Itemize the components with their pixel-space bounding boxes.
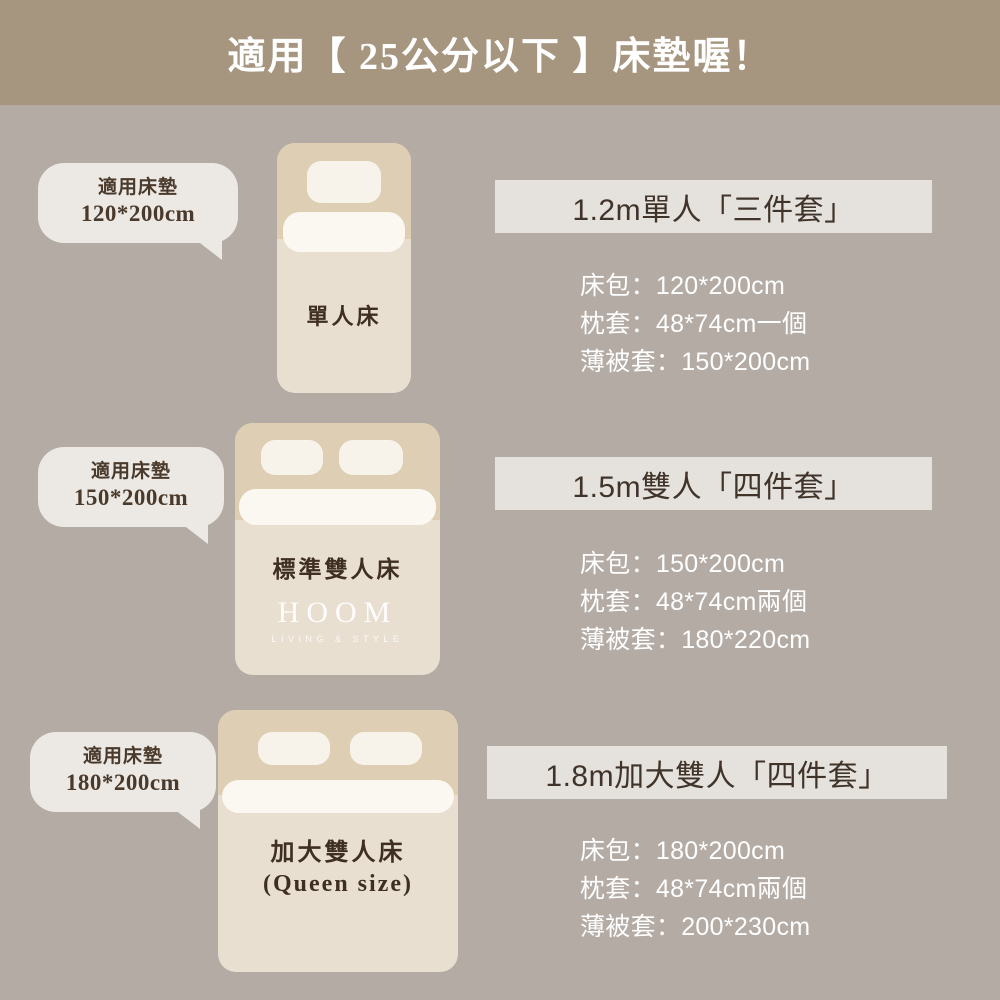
bed-label-double: 標準雙人床	[235, 555, 440, 584]
bubble-body: 適用床墊 180*200cm	[30, 732, 216, 829]
page-title: 適用【 25公分以下 】床墊喔！	[227, 36, 773, 78]
bubble-size-double: 150*200cm	[73, 484, 189, 510]
bubble-size-single: 120*200cm	[80, 200, 196, 226]
mattress-size-bubble-queen: 適用床墊 180*200cm	[30, 732, 216, 829]
spec-line-pillowcase: 枕套：48*74cm一個	[580, 310, 808, 338]
bubble-label-single: 適用床墊	[97, 177, 178, 198]
bubble-label-queen: 適用床墊	[82, 746, 163, 767]
blanket-band	[222, 780, 454, 813]
bubble-body: 適用床墊 150*200cm	[38, 447, 224, 544]
spec-line-duvet: 薄被套：180*220cm	[580, 626, 811, 654]
bed-illustration-double: 標準雙人床 HOOM LIVING & STYLE	[235, 423, 440, 675]
bubble-body: 適用床墊 120*200cm	[38, 163, 238, 260]
bed-label-text: 單人床	[306, 304, 382, 329]
section-queen-bed: 適用床墊 180*200cm 加大雙人床 (Queen size) 1.8m加大…	[0, 690, 1000, 1000]
spec-line-sheet: 床包：150*200cm	[580, 550, 786, 578]
pillow-icon-left	[258, 732, 330, 765]
pillow-icon-left	[261, 440, 323, 475]
brand-watermark: HOOM LIVING & STYLE	[235, 598, 440, 644]
bubble-tail-icon	[164, 808, 200, 829]
mattress-size-bubble-single: 適用床墊 120*200cm	[38, 163, 238, 260]
bed-label-queen: 加大雙人床 (Queen size)	[218, 838, 458, 899]
bed-illustration-queen: 加大雙人床 (Queen size)	[218, 710, 458, 972]
pillow-icon-right	[339, 440, 403, 475]
spec-line-sheet: 床包：180*200cm	[580, 837, 786, 865]
section-single-bed: 適用床墊 120*200cm 單人床 1.2m單人「三件套」 床包：120*20…	[0, 105, 1000, 405]
bed-sublabel-text: (Queen size)	[263, 870, 413, 897]
bubble-tail-icon	[186, 239, 222, 260]
bed-illustration-single: 單人床	[277, 143, 411, 393]
spec-line-duvet: 薄被套：150*200cm	[580, 348, 811, 376]
spec-line-duvet: 薄被套：200*230cm	[580, 913, 811, 941]
set-title-text-double: 1.5m雙人「四件套」	[572, 470, 855, 504]
set-title-bar-queen: 1.8m加大雙人「四件套」	[487, 746, 947, 799]
section-double-bed: 適用床墊 150*200cm 標準雙人床 HOOM LIVING & STYLE…	[0, 405, 1000, 690]
spec-line-sheet: 床包：120*200cm	[580, 272, 786, 300]
set-title-bar-single: 1.2m單人「三件套」	[495, 180, 932, 233]
set-title-bar-double: 1.5m雙人「四件套」	[495, 457, 932, 510]
spec-list-queen: 床包：180*200cm 枕套：48*74cm兩個 薄被套：200*230cm	[580, 832, 810, 946]
brand-name-text: HOOM	[277, 596, 398, 629]
header-banner	[0, 0, 1000, 105]
bed-label-text: 加大雙人床	[270, 840, 406, 866]
pillow-icon-right	[350, 732, 422, 765]
bubble-label-double: 適用床墊	[90, 461, 171, 482]
bubble-tail-icon	[172, 523, 208, 544]
blanket-band	[283, 212, 405, 252]
bubble-size-queen: 180*200cm	[65, 769, 181, 795]
spec-list-single: 床包：120*200cm 枕套：48*74cm一個 薄被套：150*200cm	[580, 267, 810, 381]
set-title-text-queen: 1.8m加大雙人「四件套」	[545, 759, 889, 793]
spec-line-pillowcase: 枕套：48*74cm兩個	[580, 875, 808, 903]
pillow-icon	[307, 161, 381, 203]
bed-label-text: 標準雙人床	[272, 557, 403, 582]
blanket-band	[239, 489, 436, 525]
spec-list-double: 床包：150*200cm 枕套：48*74cm兩個 薄被套：180*220cm	[580, 545, 810, 659]
set-title-text-single: 1.2m單人「三件套」	[572, 193, 855, 227]
brand-tagline-text: LIVING & STYLE	[271, 634, 404, 644]
mattress-size-bubble-double: 適用床墊 150*200cm	[38, 447, 224, 544]
bed-label-single: 單人床	[277, 303, 411, 331]
spec-line-pillowcase: 枕套：48*74cm兩個	[580, 588, 808, 616]
